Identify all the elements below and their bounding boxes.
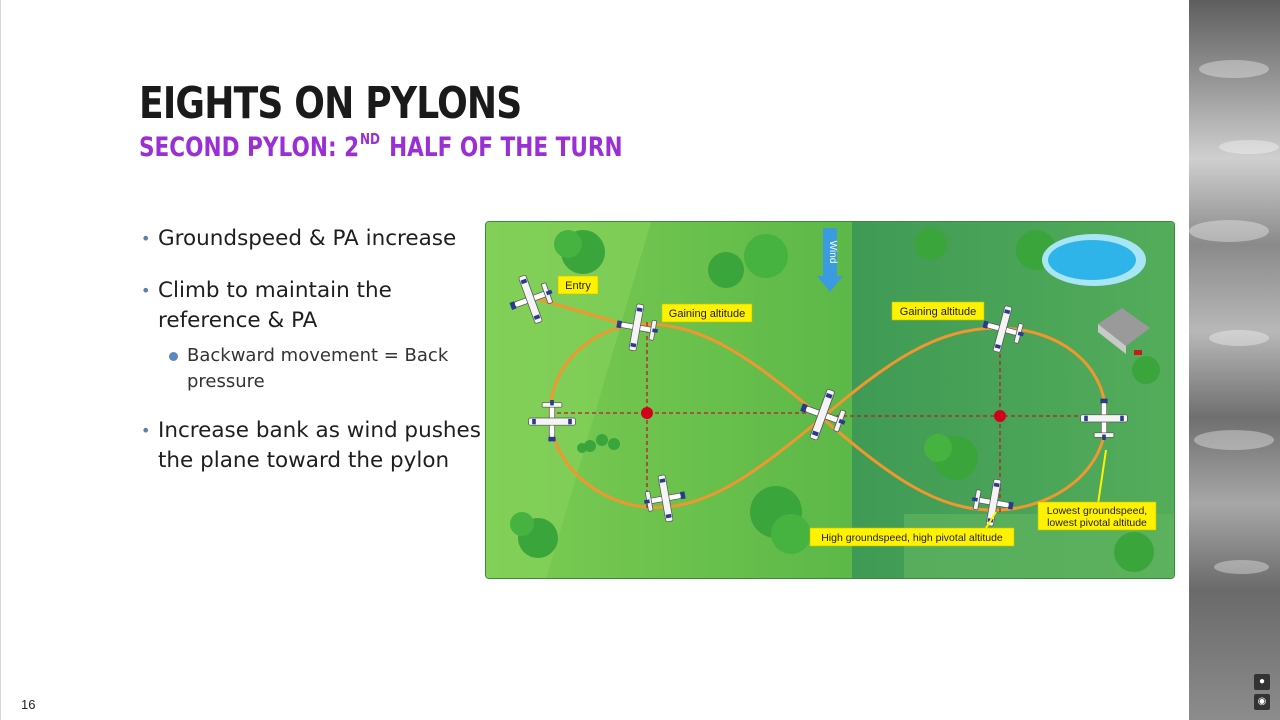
slide: EIGHTS ON PYLONS SECOND PYLON: 2ND HALF … (0, 0, 1188, 720)
microphone-icon[interactable]: ● (1254, 674, 1270, 690)
eights-on-pylons-diagram: Wind (485, 221, 1175, 579)
subtitle-post: HALF OF THE TURN (389, 132, 623, 163)
sub-bullet-item: Backward movement = Back pressure (141, 343, 481, 395)
subtitle-pre: SECOND PYLON: 2 (139, 132, 359, 163)
bullet-list: • Groundspeed & PA increase • Climb to mai… (141, 224, 481, 477)
wind-label: Wind (827, 241, 838, 264)
pylon-left (641, 407, 653, 419)
bullet-item: • Increase bank as wind pushes the plane … (141, 416, 481, 477)
sub-bullet-dot-icon (169, 352, 178, 361)
bullet-dot-icon: • (141, 276, 150, 307)
sub-bullet-text: Backward movement = Back pressure (187, 345, 448, 392)
label-gaining-right: Gaining altitude (892, 302, 984, 320)
bullet-text: Climb to maintain the reference & PA (158, 278, 392, 334)
sidebar-background (1189, 0, 1280, 720)
subtitle-sup: ND (360, 130, 380, 148)
svg-text:lowest pivotal altitude: lowest pivotal altitude (1047, 517, 1147, 529)
svg-text:Lowest groundspeed,: Lowest groundspeed, (1047, 505, 1147, 517)
bullet-dot-icon: • (141, 416, 150, 447)
slide-number: 16 (21, 697, 35, 712)
pylon-right (994, 410, 1006, 422)
bullet-item: • Groundspeed & PA increase (141, 224, 481, 255)
slide-title: EIGHTS ON PYLONS (139, 78, 521, 129)
label-gaining-left: Gaining altitude (662, 304, 752, 322)
svg-text:High groundspeed, high pivotal: High groundspeed, high pivotal altitude (821, 532, 1003, 544)
svg-text:Gaining altitude: Gaining altitude (900, 306, 976, 318)
bullet-text: Groundspeed & PA increase (158, 226, 456, 251)
bullet-text: Increase bank as wind pushes the plane t… (158, 418, 481, 474)
bullet-dot-icon: • (141, 224, 150, 255)
bullet-item: • Climb to maintain the reference & PA (141, 276, 481, 337)
svg-text:Entry: Entry (565, 280, 591, 292)
record-icon[interactable]: ◉ (1254, 694, 1270, 710)
svg-text:Gaining altitude: Gaining altitude (669, 308, 745, 320)
slide-subtitle: SECOND PYLON: 2ND HALF OF THE TURN (139, 130, 623, 163)
label-entry: Entry (558, 276, 598, 294)
